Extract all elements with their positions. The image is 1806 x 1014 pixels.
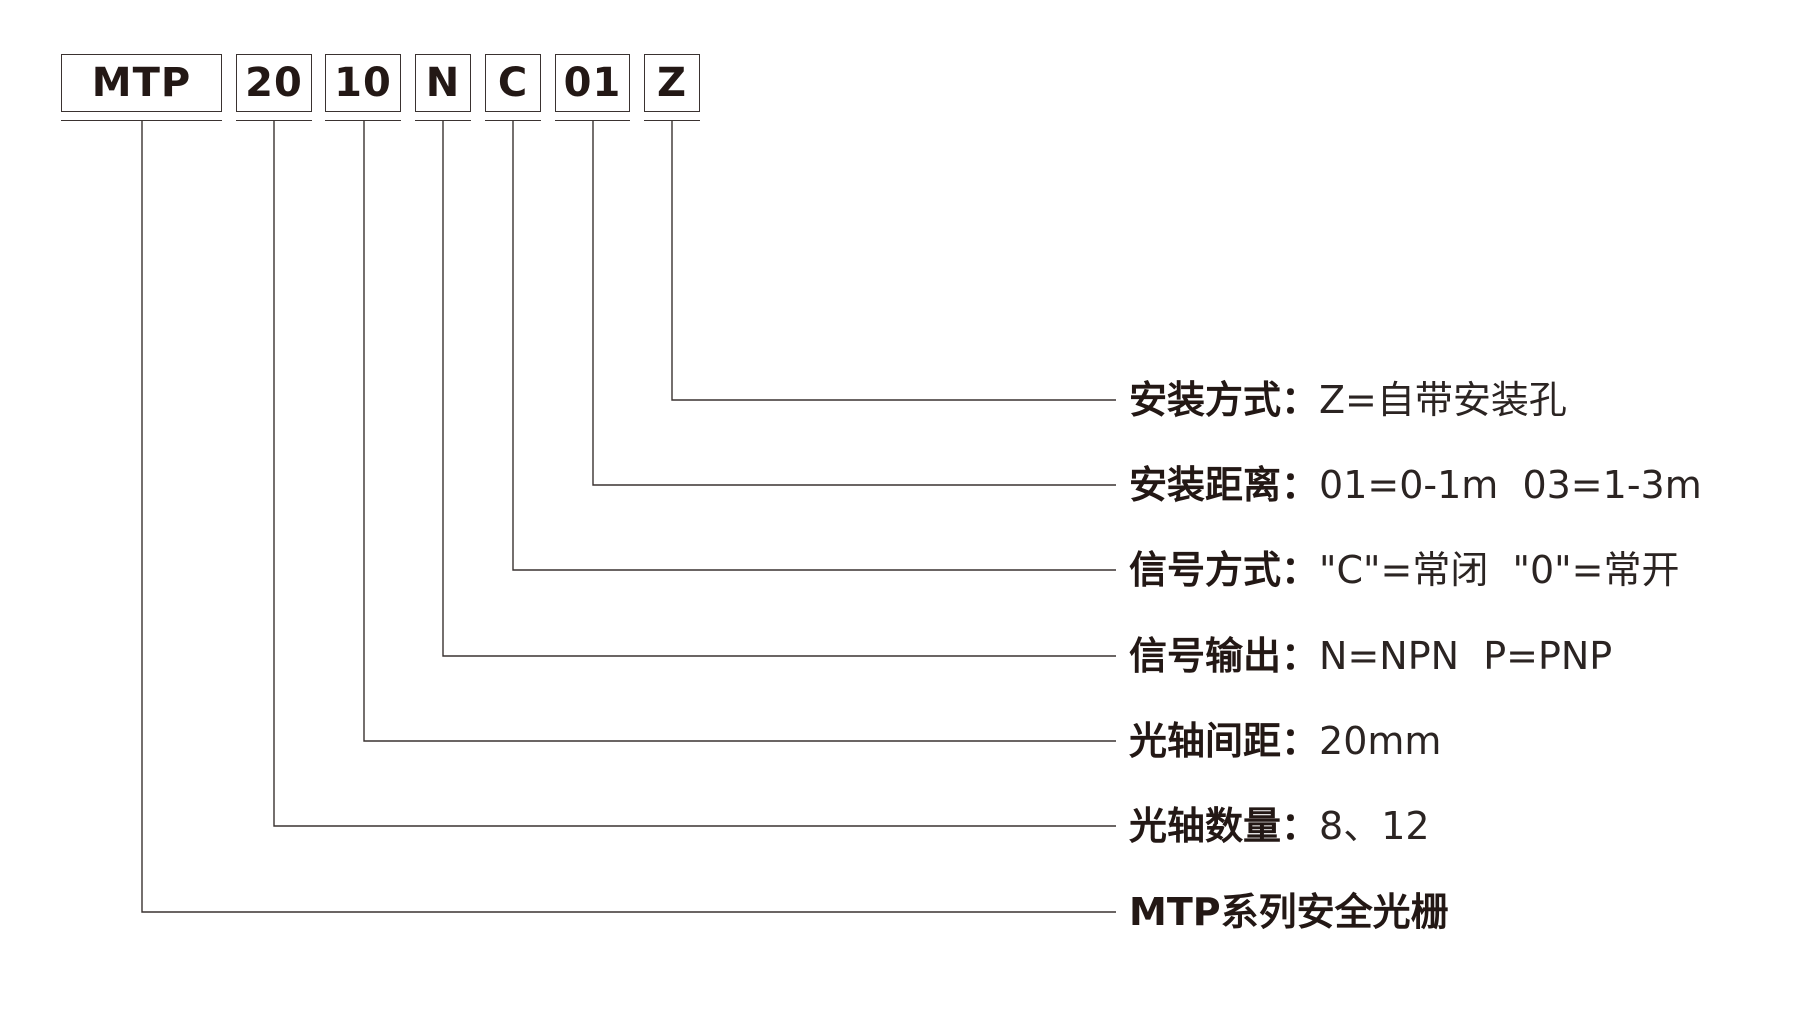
- code-segment-axis-count: 20: [236, 54, 312, 112]
- connector-z: [671, 120, 1116, 401]
- desc-axis-spacing: 光轴间距：20mm: [1129, 716, 1441, 766]
- desc-axis-count-label: 光轴数量：: [1129, 804, 1320, 848]
- desc-axis-spacing-label: 光轴间距：: [1129, 719, 1320, 763]
- code-segment-distance: 01: [555, 54, 630, 112]
- code-underline-output: [415, 120, 471, 121]
- desc-signal-value: "C"=常闭 "0"=常开: [1319, 548, 1680, 592]
- desc-axis-spacing-value: 20mm: [1319, 719, 1442, 763]
- desc-mounting-label: 安装方式：: [1129, 378, 1320, 422]
- desc-axis-count-value: 8、12: [1319, 804, 1430, 848]
- desc-output: 信号输出：N=NPN P=PNP: [1129, 631, 1612, 681]
- code-underline-signal: [485, 120, 541, 121]
- code-underline-mounting: [644, 120, 700, 121]
- desc-signal-label: 信号方式：: [1129, 548, 1320, 592]
- desc-series: MTP系列安全光栅: [1129, 887, 1449, 937]
- code-underline-distance: [555, 120, 630, 121]
- code-underline-axis-spacing: [325, 120, 401, 121]
- connector-20: [273, 120, 1116, 827]
- desc-mounting-value: Z=自带安装孔: [1319, 378, 1567, 422]
- desc-axis-count: 光轴数量：8、12: [1129, 801, 1430, 851]
- desc-mounting: 安装方式：Z=自带安装孔: [1129, 375, 1567, 425]
- desc-output-value: N=NPN P=PNP: [1319, 634, 1613, 678]
- connector-10: [363, 120, 1116, 742]
- connector-mtp: [141, 120, 1116, 913]
- code-segment-output: N: [415, 54, 471, 112]
- desc-output-label: 信号输出：: [1129, 634, 1320, 678]
- connector-n: [442, 120, 1116, 657]
- desc-signal: 信号方式："C"=常闭 "0"=常开: [1129, 545, 1679, 595]
- connector-01: [592, 120, 1116, 486]
- code-underline-mtp: [61, 120, 222, 121]
- code-segment-axis-spacing: 10: [325, 54, 401, 112]
- desc-distance: 安装距离：01=0-1m 03=1-3m: [1129, 460, 1702, 510]
- code-segment-signal: C: [485, 54, 541, 112]
- connector-c: [512, 120, 1116, 571]
- code-segment-mounting: Z: [644, 54, 700, 112]
- desc-distance-value: 01=0-1m 03=1-3m: [1319, 463, 1702, 507]
- desc-distance-label: 安装距离：: [1129, 463, 1320, 507]
- code-underline-axis-count: [236, 120, 312, 121]
- desc-series-label: MTP系列安全光栅: [1129, 890, 1449, 934]
- code-segment-mtp: MTP: [61, 54, 222, 112]
